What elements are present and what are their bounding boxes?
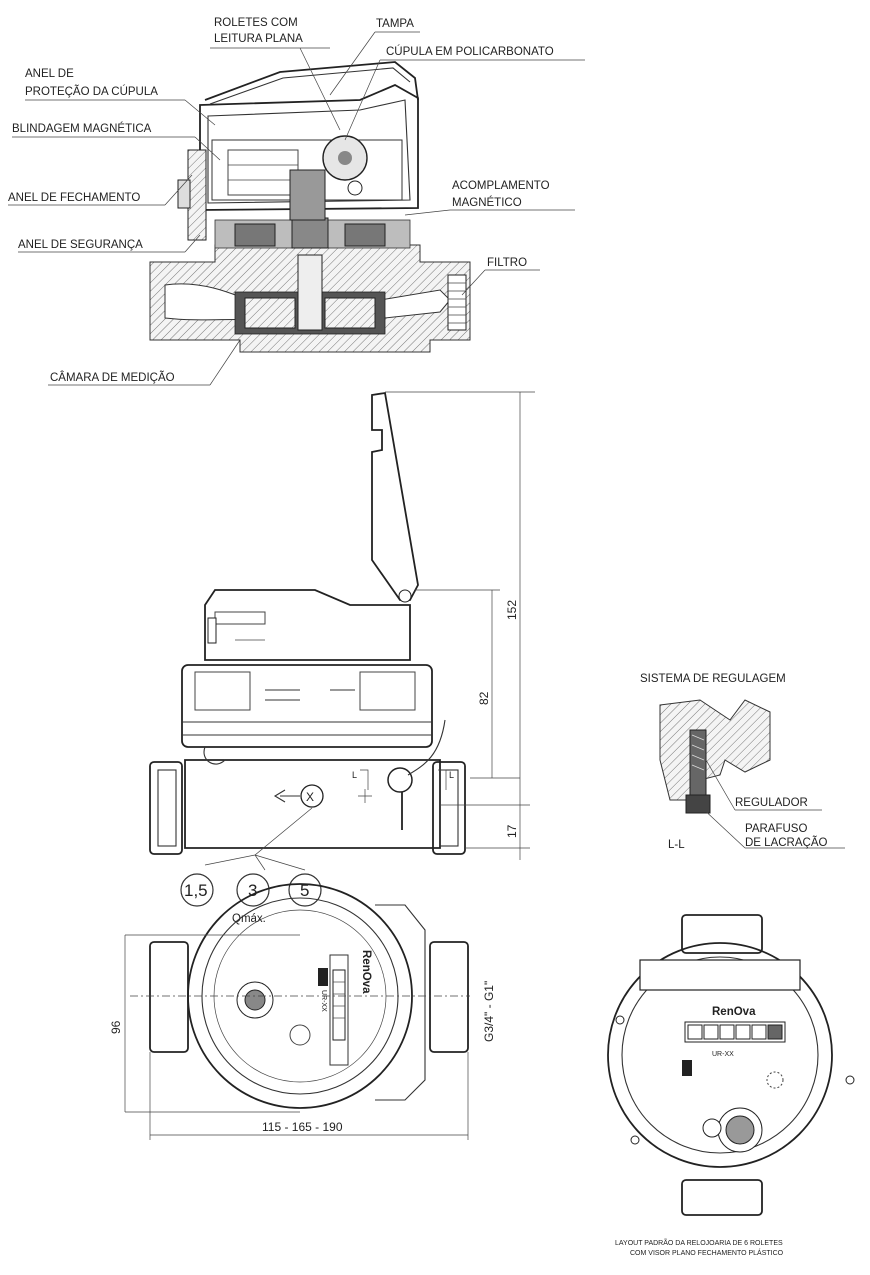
label-acoplamento-line1: ACOMPLAMENTO — [452, 180, 550, 192]
dial-model: UR-XX — [712, 1051, 734, 1058]
label-roletes-line1: ROLETES COM — [214, 17, 298, 29]
dim-top-height: 96 — [109, 1020, 123, 1034]
flow-marker-circle — [300, 784, 324, 808]
thread-size: G3/4" - G1" — [482, 981, 496, 1042]
dial-caption-line2: COM VISOR PLANO FECHAMENTO PLÁSTICO — [630, 1248, 784, 1257]
side-view — [149, 391, 535, 907]
flow-marker-label: X — [306, 790, 314, 804]
label-roletes-line2: LEITURA PLANA — [214, 33, 303, 45]
label-parafuso-line1: PARAFUSO — [745, 823, 807, 835]
dial-view — [607, 914, 855, 1216]
qmax-label: Qmáx. — [232, 913, 266, 925]
label-anel-protecao-line2: PROTEÇÃO DA CÚPULA — [25, 85, 158, 98]
label-filtro: FILTRO — [487, 257, 527, 269]
label-acoplamento-line2: MAGNÉTICO — [452, 196, 522, 209]
label-camara: CÂMARA DE MEDIÇÃO — [50, 371, 175, 384]
dim-base-height: 17 — [505, 824, 519, 838]
regulagem-detail — [659, 699, 845, 849]
qmax-option-1 — [180, 873, 214, 907]
label-cupula: CÚPULA EM POLICARBONATO — [386, 45, 554, 58]
l-marker-right: L — [449, 770, 454, 780]
dim-body-height: 82 — [477, 691, 491, 705]
top-view — [124, 883, 470, 1140]
dial-brand: RenOva — [712, 1006, 756, 1018]
label-anel-protecao-line1: ANEL DE — [25, 68, 74, 80]
label-parafuso-line2: DE LACRAÇÃO — [745, 836, 827, 849]
label-anel-seguranca: ANEL DE SEGURANÇA — [18, 239, 143, 251]
label-regulador: REGULADOR — [735, 797, 808, 809]
regulagem-title: SISTEMA DE REGULAGEM — [640, 673, 786, 685]
section-view — [8, 31, 585, 386]
section-ll-label: L-L — [668, 839, 685, 851]
label-blindagem: BLINDAGEM MAGNÉTICA — [12, 122, 152, 135]
top-view-model: UR-XX — [320, 990, 327, 1012]
qmax-value-2: 3 — [248, 881, 257, 900]
dim-top-width: 115 - 165 - 190 — [262, 1120, 343, 1134]
l-marker-left: L — [352, 770, 357, 780]
qmax-value-1: 1,5 — [184, 881, 208, 900]
dim-total-height: 152 — [505, 600, 519, 620]
label-anel-fechamento: ANEL DE FECHAMENTO — [8, 192, 140, 204]
qmax-value-3: 5 — [300, 881, 309, 900]
label-tampa: TAMPA — [376, 18, 414, 30]
top-view-brand: RenOva — [360, 950, 372, 994]
dial-caption-line1: LAYOUT PADRÃO DA RELOJOARIA DE 6 ROLETES — [615, 1238, 783, 1247]
